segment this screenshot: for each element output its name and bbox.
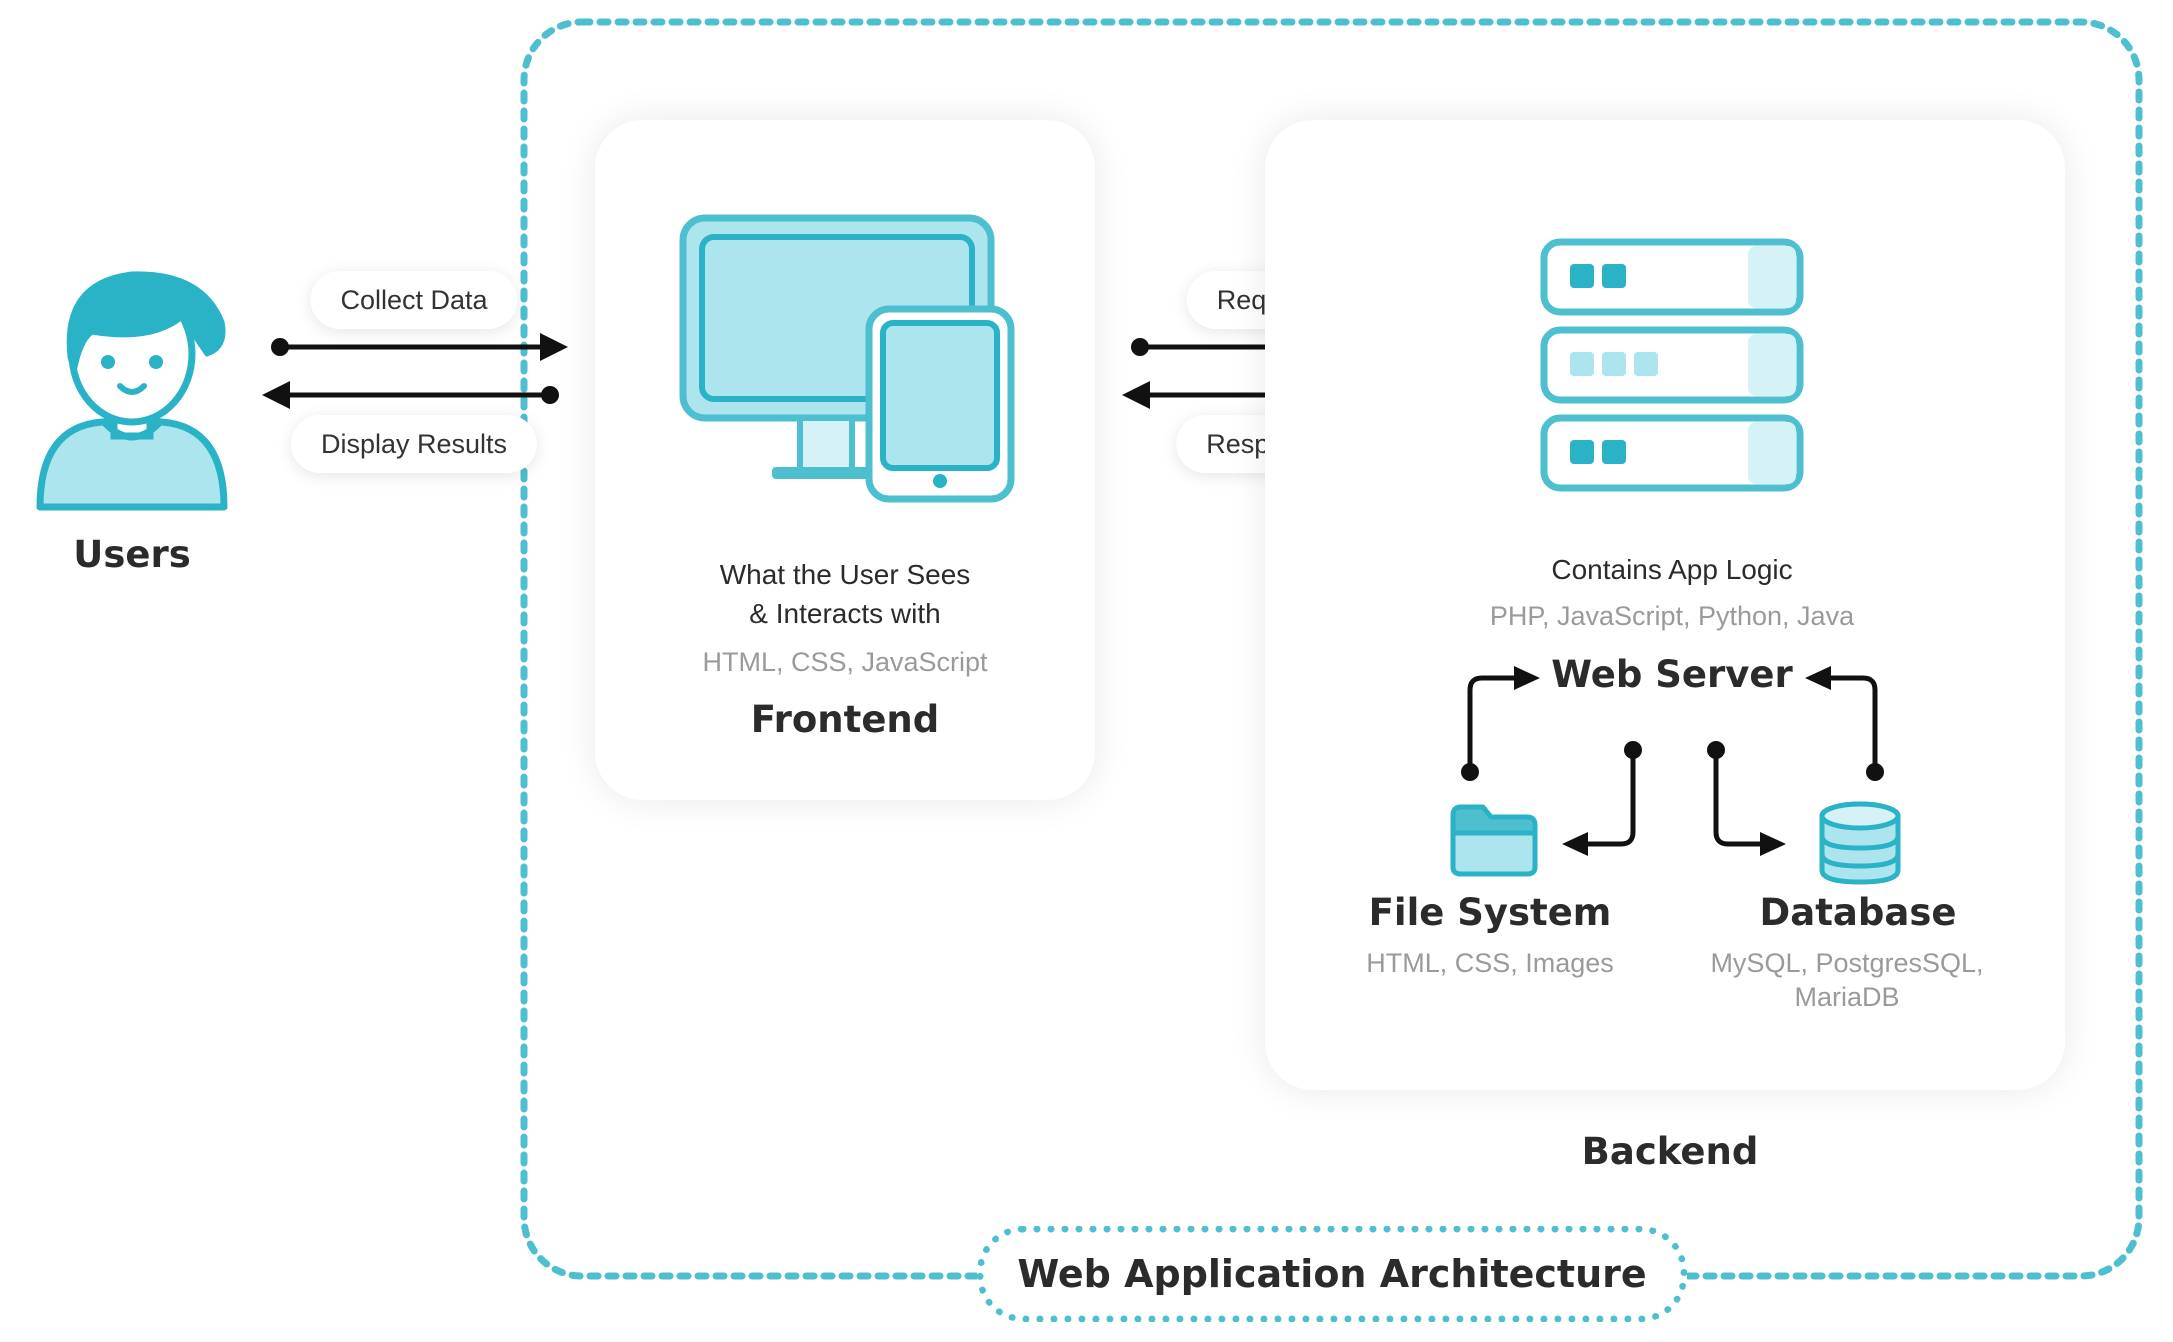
diagram-title: Web Application Architecture (1017, 1252, 1647, 1296)
server-desc: Contains App Logic (1551, 554, 1793, 585)
frontend-label: Frontend (750, 698, 940, 741)
frontend-desc-line1: What the User Sees (719, 559, 971, 590)
folder-icon (1450, 804, 1538, 877)
tablet-icon (865, 305, 1015, 503)
user-icon (36, 271, 228, 511)
database-icon (1819, 801, 1901, 885)
file-system-tech: HTML, CSS, Images (1366, 948, 1614, 978)
diagram-title-box: Web Application Architecture (977, 1226, 1687, 1322)
database-label: Database (1759, 891, 1957, 934)
display-results-label: Display Results (290, 415, 538, 473)
frontend-desc-line2: & Interacts with (749, 598, 941, 629)
database-tech-line2: MariaDB (1794, 982, 1900, 1012)
database-tech-line1: MySQL, PostgresSQL, (1710, 948, 1984, 978)
frontend-tech: HTML, CSS, JavaScript (702, 647, 988, 677)
file-system-label: File System (1368, 891, 1612, 934)
web-server-label: Web Server (1551, 653, 1793, 696)
users-label: Users (73, 533, 191, 576)
server-icon (1540, 238, 1804, 492)
server-tech: PHP, JavaScript, Python, Java (1489, 601, 1855, 631)
backend-label: Backend (1581, 1130, 1759, 1173)
collect-data-label: Collect Data (310, 271, 518, 329)
